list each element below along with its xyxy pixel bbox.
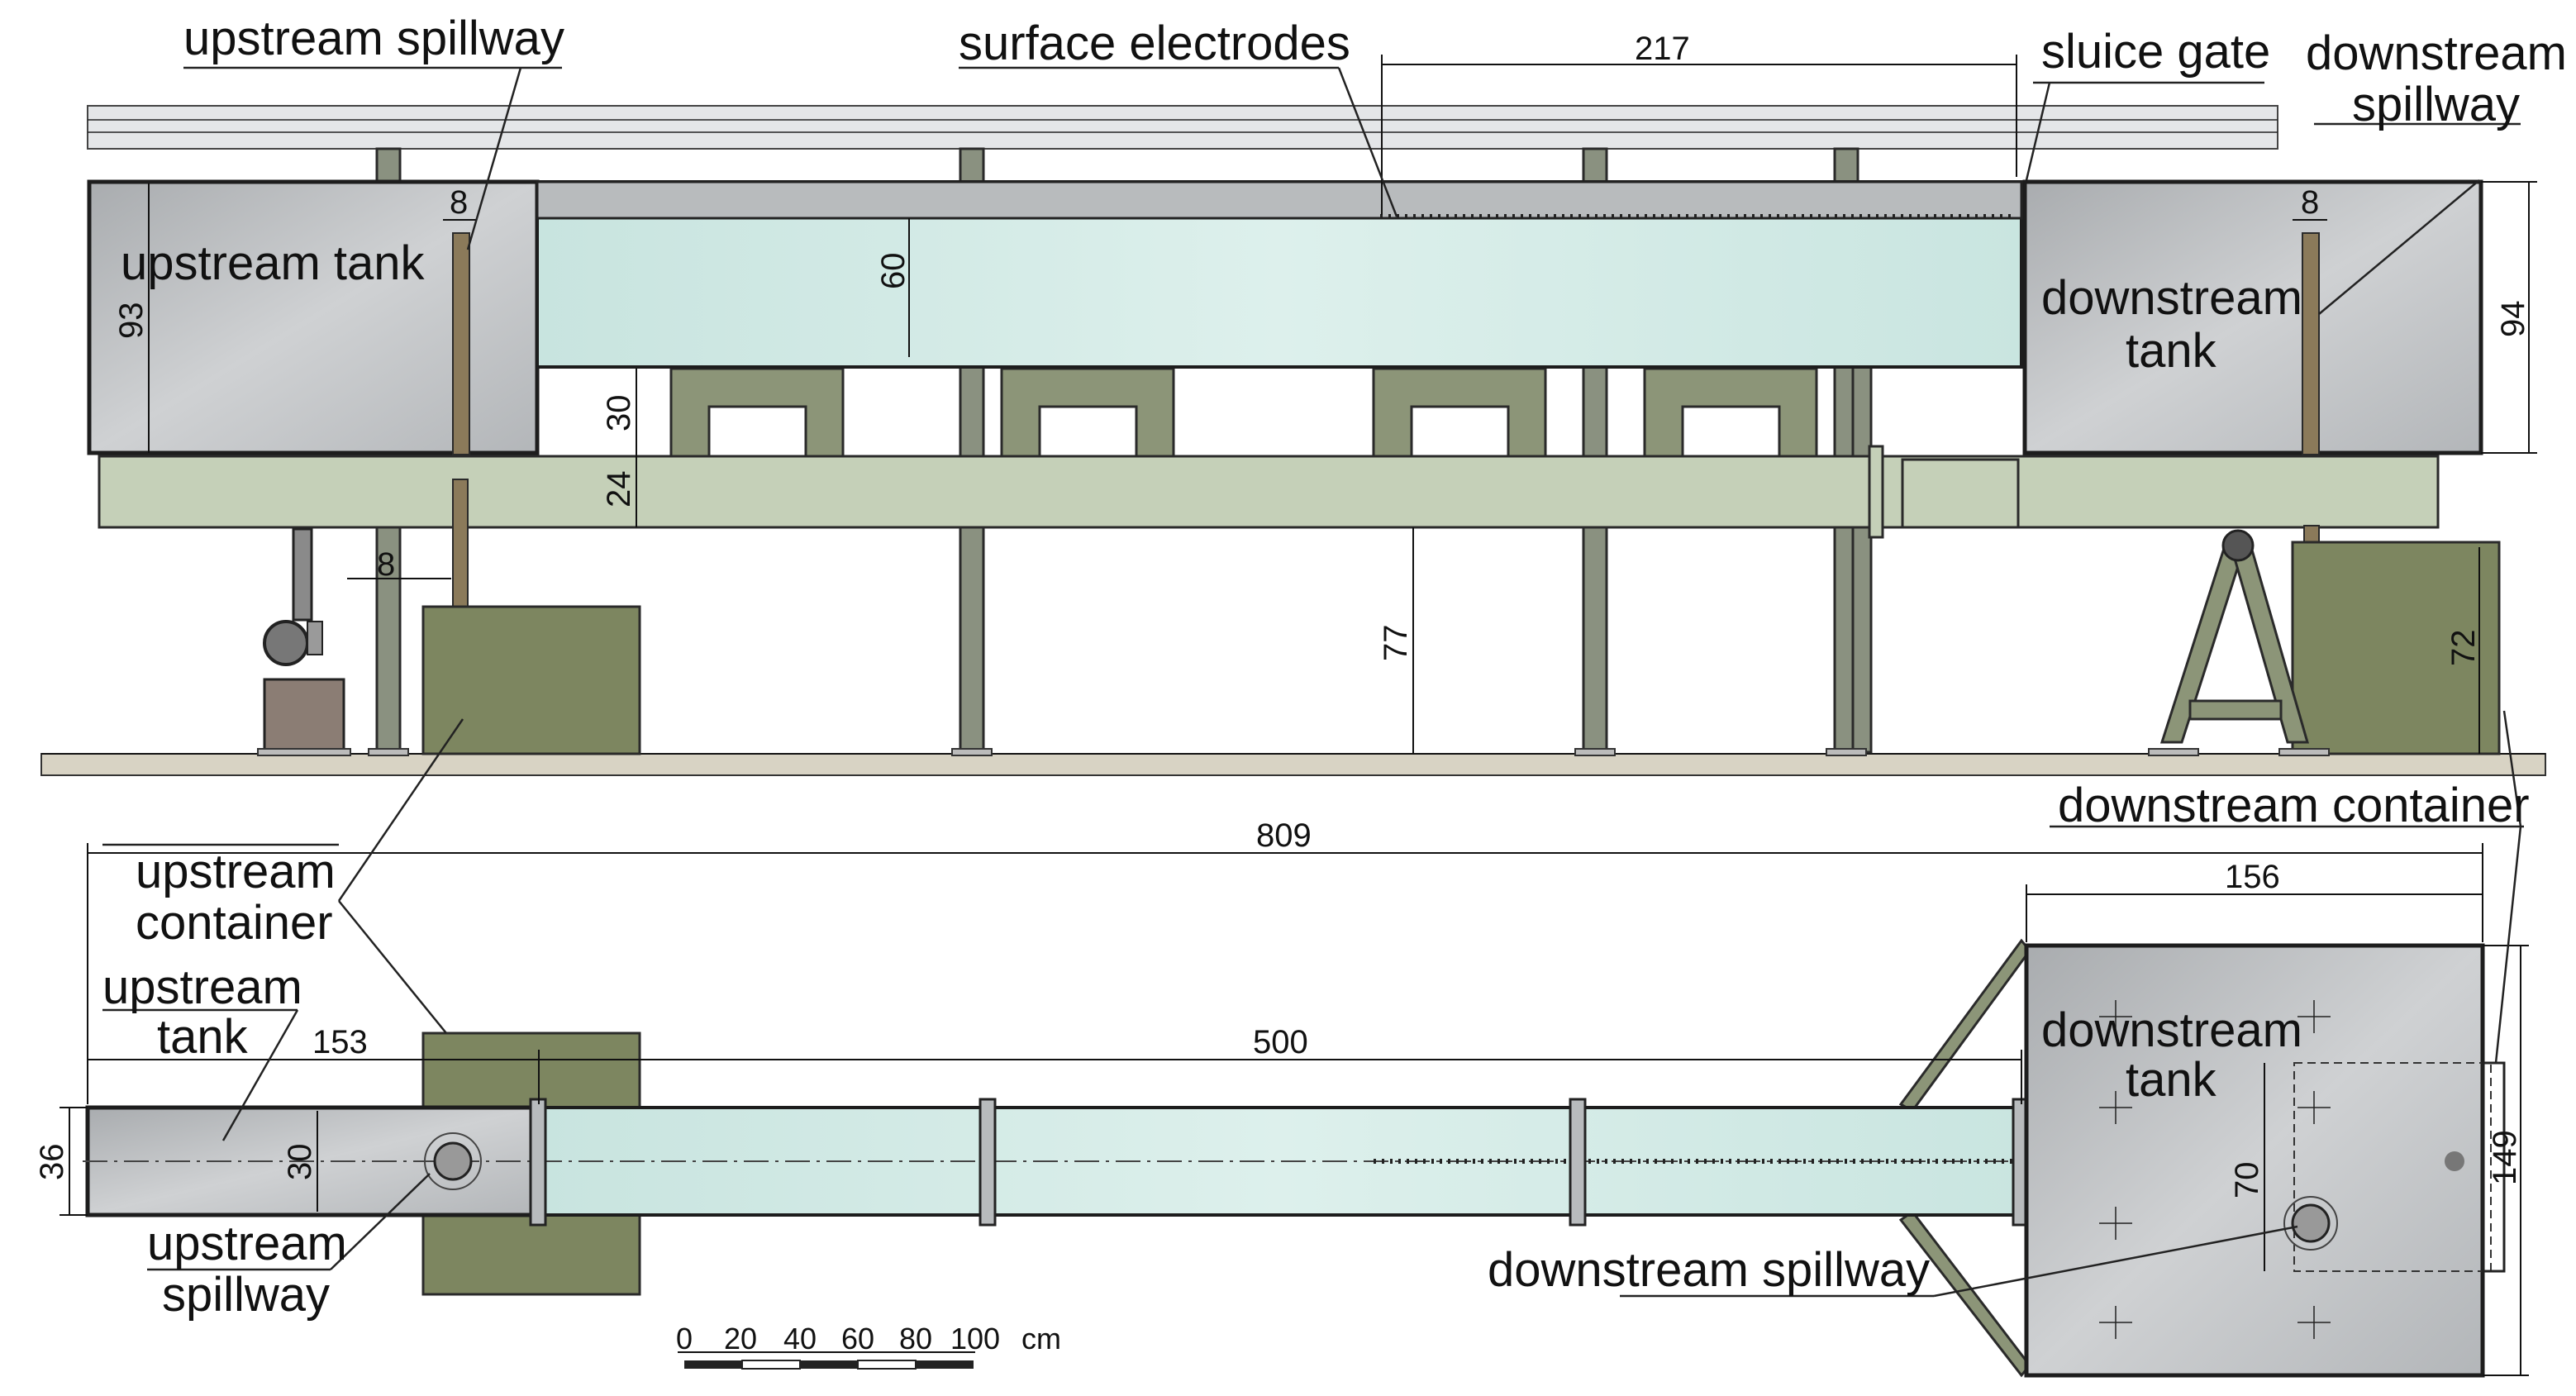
dim-72: 72: [2445, 630, 2482, 667]
plan-leader-lines: [102, 710, 2524, 1298]
side-view: [40, 55, 2546, 776]
connector-flange: [1868, 445, 1884, 539]
scale-bar: [678, 1351, 975, 1370]
dim-8-pipe: 8: [377, 546, 395, 583]
dim-60: 60: [875, 253, 912, 290]
channel-supports: [669, 367, 1818, 458]
label-upstream-tank-plan-2: tank: [157, 1010, 249, 1064]
dim-149: 149: [2487, 1130, 2523, 1185]
upstream-spillway-pipe: [452, 232, 470, 455]
top-rail: [87, 105, 2278, 150]
dim-70: 70: [2229, 1162, 2265, 1199]
side-leader-lines: [183, 66, 2521, 315]
dim-30-plan: 30: [282, 1144, 318, 1181]
dim-8-upstream: 8: [450, 184, 468, 221]
side-dimension-lines: [148, 55, 2537, 754]
scale-tick-60: 60: [841, 1322, 874, 1356]
scale-tick-100: 100: [950, 1322, 1000, 1356]
pump-assembly: [263, 527, 345, 755]
label-downstream-spillway-top-1: downstream: [2306, 26, 2567, 80]
downstream-spillway-pipe: [2302, 232, 2320, 455]
label-upstream-container-1: upstream: [136, 845, 336, 898]
dim-156: 156: [2225, 859, 2280, 895]
dim-30-side: 30: [601, 395, 637, 432]
label-upstream-spillway-top: upstream spillway: [183, 12, 564, 65]
label-surface-electrodes: surface electrodes: [959, 17, 1350, 70]
dim-36: 36: [34, 1144, 70, 1181]
plan-brace-top: [1898, 938, 2031, 1113]
label-downstream-tank-top-1: downstream: [2041, 271, 2302, 325]
main-beam: [98, 455, 2440, 529]
dim-217: 217: [1635, 31, 1690, 67]
upstream-container-side: [421, 605, 641, 755]
label-upstream-spillway-plan-2: spillway: [162, 1268, 330, 1322]
label-downstream-tank-top-2: tank: [2126, 324, 2217, 378]
pump-motor-icon: [263, 620, 309, 666]
dim-500: 500: [1253, 1024, 1308, 1060]
plan-dimension-lines: [60, 843, 2529, 1376]
downstream-outlet-flap: [2481, 1061, 2506, 1273]
scale-tick-20: 20: [724, 1322, 757, 1356]
scale-tick-80: 80: [899, 1322, 932, 1356]
label-upstream-spillway-plan-1: upstream: [147, 1217, 347, 1270]
scale-tick-40: 40: [783, 1322, 817, 1356]
label-upstream-container-2: container: [136, 896, 333, 950]
label-upstream-tank-plan-1: upstream: [102, 960, 302, 1014]
dim-8-downstream: 8: [2301, 184, 2319, 221]
label-downstream-tank-plan-1: downstream: [2041, 1003, 2302, 1057]
scale-tick-0: 0: [676, 1322, 693, 1356]
dim-77: 77: [1378, 625, 1414, 662]
plan-view: [60, 710, 2529, 1378]
label-downstream-spillway-plan: downstream spillway: [1488, 1243, 1930, 1297]
label-downstream-tank-plan-2: tank: [2126, 1053, 2217, 1107]
foot-plates: [257, 748, 2330, 756]
text-layer: upstream spillway surface electrodes slu…: [34, 12, 2567, 1356]
dim-24: 24: [601, 471, 637, 508]
tank-cross-marks: [2099, 1000, 2331, 1339]
downstream-tank-side: [2022, 179, 2483, 455]
label-upstream-tank-top: upstream tank: [121, 236, 426, 290]
scale-unit: cm: [1021, 1322, 1061, 1356]
dim-809: 809: [1256, 817, 1312, 854]
dim-153: 153: [312, 1024, 368, 1060]
upstream-spillway-lower-pipe: [452, 479, 469, 612]
dim-94: 94: [2495, 301, 2531, 338]
label-downstream-spillway-top-2: spillway: [2352, 78, 2520, 131]
label-sluice-gate: sluice gate: [2041, 25, 2270, 79]
connector-pipe: [1901, 458, 2020, 529]
downstream-container-outline: [2293, 1062, 2492, 1272]
downstream-container-side: [2291, 541, 2501, 755]
ground-hatch: [40, 753, 2546, 776]
downstream-spillway-plan-icon: [2291, 1203, 2331, 1243]
support-leg: [1851, 362, 1873, 754]
upstream-spillway-plan-icon: [433, 1141, 473, 1181]
a-frame-support: [2159, 529, 2309, 744]
label-downstream-container: downstream container: [2058, 779, 2530, 832]
dim-93: 93: [113, 303, 150, 340]
channel-top-wall: [536, 180, 2023, 220]
